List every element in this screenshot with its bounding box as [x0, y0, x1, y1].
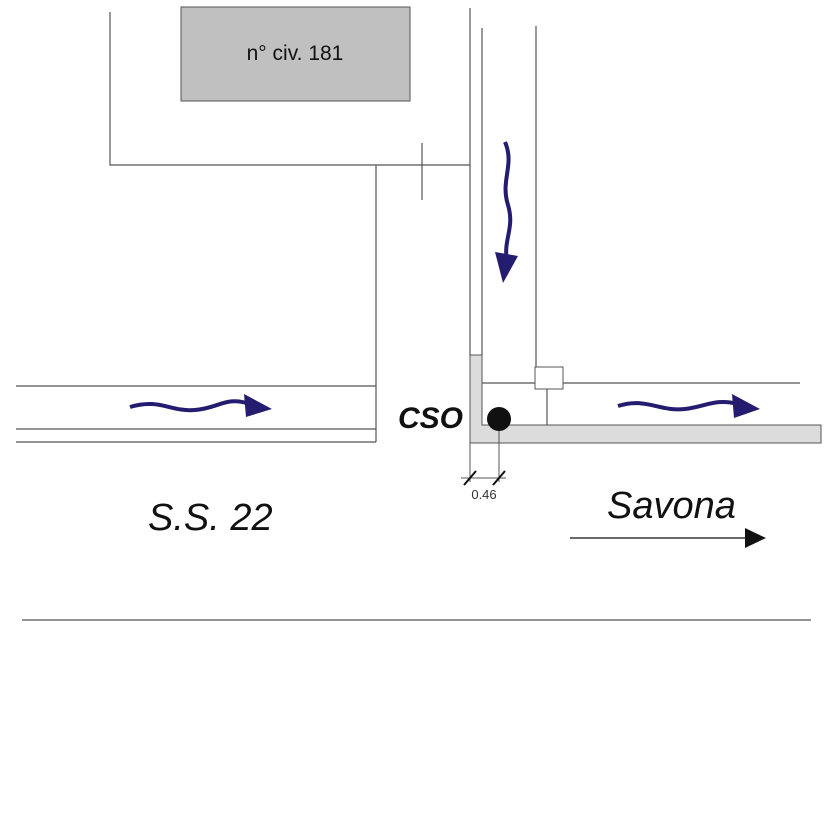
flow-arrows — [129, 141, 739, 413]
arrowhead-right-icon — [732, 394, 760, 418]
road-label: S.S. 22 — [148, 497, 273, 539]
manhole-box — [534, 366, 564, 390]
flow-arrow-down — [503, 141, 513, 261]
building-label: n° civ. 181 — [247, 42, 344, 65]
direction-label: Savona — [607, 485, 736, 527]
flow-arrow-left — [129, 399, 251, 413]
flow-arrow-right — [617, 399, 739, 412]
dimension-label: 0.46 — [471, 487, 496, 502]
arrowhead-down-icon — [495, 252, 518, 283]
property-outline — [109, 12, 470, 166]
arrowhead-left-icon — [244, 394, 272, 417]
channel — [469, 354, 822, 444]
building-181 — [180, 6, 411, 102]
direction-arrow-icon — [745, 528, 766, 548]
dimension-marker — [461, 431, 506, 486]
cso-label: CSO — [398, 402, 463, 435]
cso-point — [487, 407, 511, 431]
outlines — [16, 8, 811, 621]
